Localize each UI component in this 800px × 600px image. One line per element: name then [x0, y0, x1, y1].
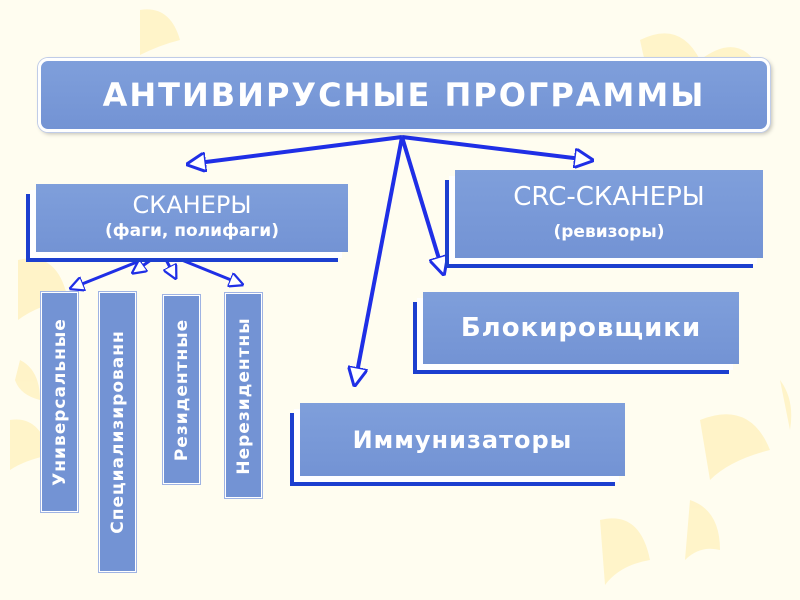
- crc-scanners-subtitle: (ревизоры): [553, 222, 665, 242]
- butterfly-icon: [700, 380, 792, 480]
- crc-scanners-box: CRC-СКАНЕРЫ (ревизоры): [455, 170, 763, 258]
- butterfly-icon: [10, 360, 50, 470]
- arrow-to-immunizers: [355, 136, 404, 383]
- immunizers-box: Иммунизаторы: [300, 403, 625, 476]
- scanner-type-universal-box: Универсальные: [41, 292, 78, 512]
- arrow-to-nonresident: [161, 250, 241, 284]
- arrow-to-blockers: [400, 136, 443, 272]
- diagram-title-box: АНТИВИРУСНЫЕ ПРОГРАММЫ: [38, 58, 770, 132]
- diagram-title: АНТИВИРУСНЫЕ ПРОГРАММЫ: [102, 76, 706, 114]
- scanner-type-specialized: Специализированн: [107, 330, 128, 534]
- arrow-to-universal: [72, 250, 163, 288]
- butterfly-icon: [600, 500, 720, 585]
- crc-scanners-title: CRC-СКАНЕРЫ: [513, 182, 705, 212]
- scanner-type-resident-box: Резидентные: [163, 295, 200, 484]
- immunizers-label: Иммунизаторы: [352, 425, 573, 454]
- arrow-to-specialized: [134, 250, 163, 272]
- scanner-type-specialized-box: Специализированн: [99, 292, 136, 572]
- scanners-box: СКАНЕРЫ (фаги, полифаги): [36, 184, 348, 252]
- scanner-type-resident: Резидентные: [171, 318, 192, 461]
- scanner-type-nonresident: Нерезидентны: [233, 316, 254, 475]
- blockers-label: Блокировщики: [460, 313, 702, 343]
- scanners-subtitle: (фаги, полифаги): [105, 221, 279, 241]
- arrow-to-resident: [160, 251, 175, 277]
- scanner-type-universal: Универсальные: [49, 318, 70, 486]
- blockers-box: Блокировщики: [423, 292, 739, 364]
- scanners-title: СКАНЕРЫ: [132, 191, 252, 219]
- butterfly-icon: [140, 9, 180, 55]
- arrow-to-scanners: [190, 135, 403, 164]
- scanner-type-nonresident-box: Нерезидентны: [225, 293, 262, 498]
- butterfly-icon: [18, 258, 68, 320]
- arrow-to-crc: [401, 135, 590, 160]
